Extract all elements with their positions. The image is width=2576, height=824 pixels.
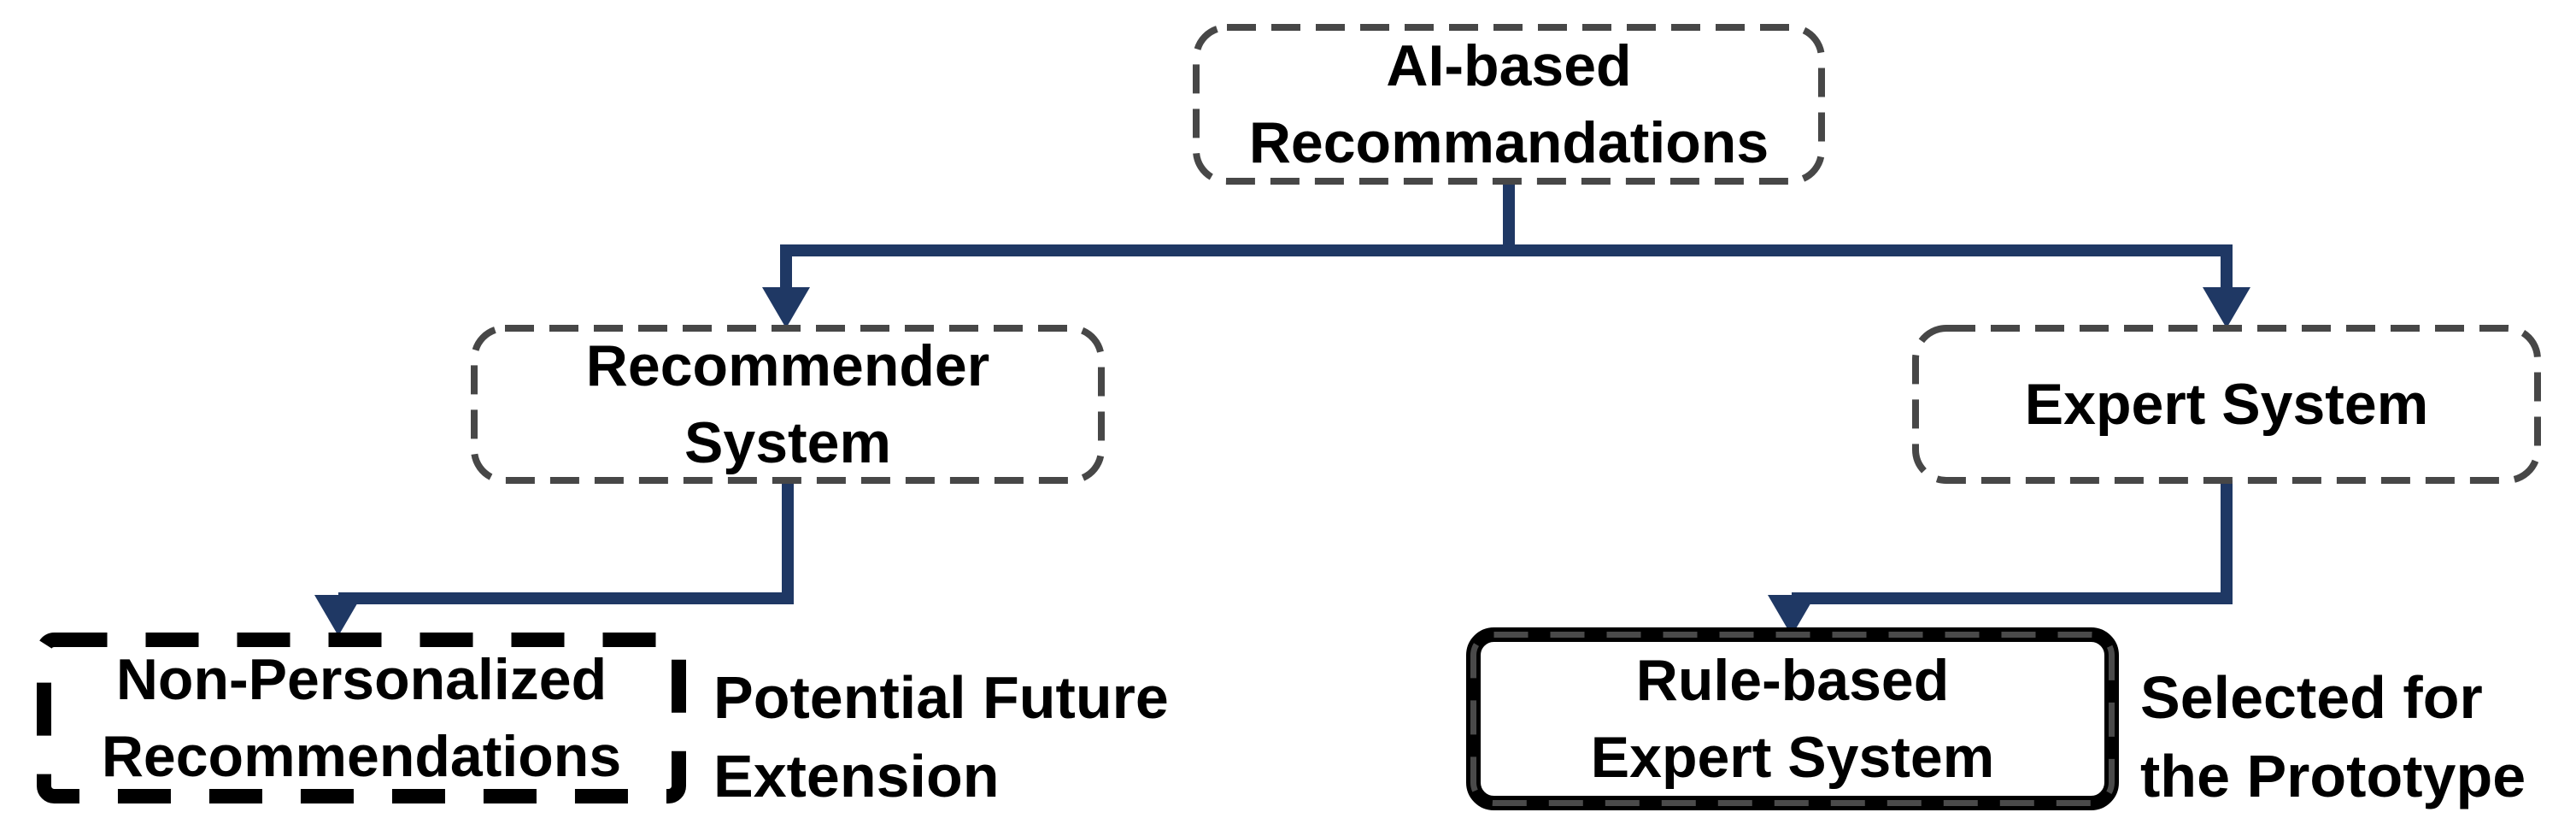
future-extension-line2: Extension [713,743,1000,809]
selected-prototype-line1: Selected for [2140,664,2483,731]
selected-prototype-line2: the Prototype [2140,743,2526,809]
node-recommender-line2: System [684,410,891,475]
node-nonpersonalized-label: Non-Personalized Recommendations [37,633,686,803]
node-rulebased-label: Rule-based Expert System [1466,627,2119,810]
node-root-line1: AI-based [1386,33,1632,98]
node-expert-line1: Expert System [2024,372,2429,437]
recommender-box-border [471,325,1105,484]
node-recommender-label: Recommender System [471,325,1105,484]
connector-root-split [780,244,2233,299]
arrowhead-into-rulebased-icon [1768,595,1816,636]
arrowhead-into-expert-icon [2203,287,2250,328]
connector-expert-to-rulebased [1792,480,2233,604]
node-root-label: AI-based Recommandations [1193,26,1825,183]
node-rulebased-line2: Expert System [1590,725,1995,790]
root-box-border [1193,24,1825,185]
future-extension-annotation: Potential Future Extension [713,658,1169,815]
node-nonpersonalized-line1: Non-Personalized [115,647,607,712]
node-rulebased-line1: Rule-based [1635,648,1950,713]
arrowhead-into-nonpersonalized-icon [314,595,362,636]
node-expert-label: Expert System [1912,325,2541,484]
expert-box-border [1912,325,2541,484]
arrowhead-into-recommender-icon [762,287,810,328]
node-nonpersonalized-line2: Recommendations [101,724,622,789]
future-extension-line1: Potential Future [713,664,1169,731]
selected-prototype-annotation: Selected for the Prototype [2140,658,2526,815]
connector-recommender-to-nonpersonalized [338,480,794,604]
node-recommender-line1: Recommender [585,333,990,398]
nonpersonalized-box-border [37,633,686,803]
node-root-line2: Recommandations [1248,110,1769,175]
rulebased-box-inner-dashes [1470,632,2115,806]
